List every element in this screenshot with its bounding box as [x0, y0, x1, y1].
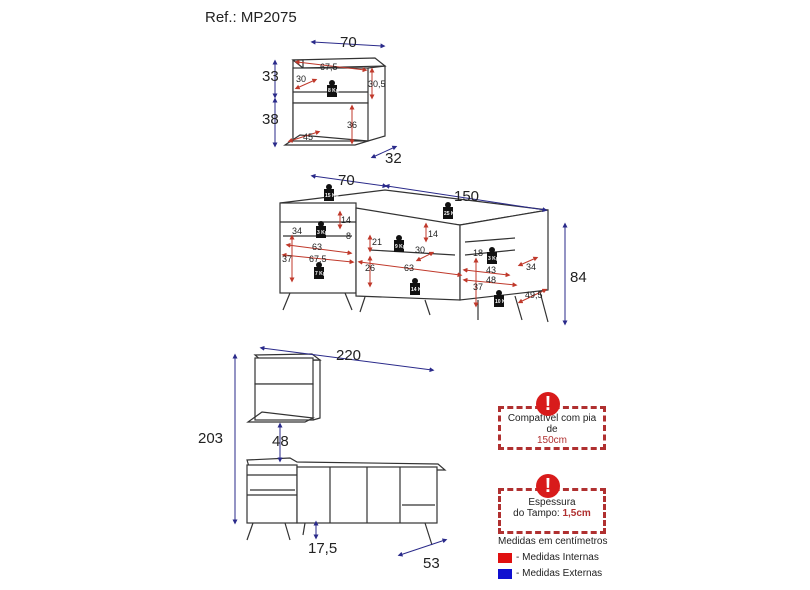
legend-external: - Medidas Externas	[516, 568, 603, 579]
dim: 8	[346, 231, 351, 241]
bottom-unit-drawing: 15 Kg 25 Kg 3 Kg 9 Kg 3 Kg 7 Kg 14 Kg 10…	[279, 172, 587, 326]
weight-label: 9 Kg	[395, 244, 406, 250]
note-highlight: 1,5cm	[562, 508, 591, 519]
dim: 63	[404, 263, 414, 273]
alert-icon: !	[536, 392, 560, 416]
dim-left-width: 70	[338, 172, 355, 189]
dim: 30	[415, 245, 425, 255]
reference-label: Ref.: MP2075	[205, 9, 297, 26]
dim-niche-height: 36	[347, 120, 357, 130]
dim: 14	[428, 229, 438, 239]
dim-width: 70	[340, 34, 357, 51]
overview-drawing: 220 203 48 17,5 53	[198, 345, 448, 572]
weight-label: 3 Kg	[317, 230, 328, 236]
top-unit-drawing: 8 Kg 70 33 38 32 67,5 30 30,5 36 45	[262, 34, 402, 167]
dim-height-top: 33	[262, 68, 279, 85]
note-text: do Tampo:	[513, 508, 560, 519]
dim: 34	[526, 262, 536, 272]
alert-icon: !	[536, 474, 560, 498]
dim: 43	[486, 265, 496, 275]
legend-internal: - Medidas Internas	[516, 552, 599, 563]
dim-total-width: 220	[336, 347, 361, 364]
weight-label: 14 Kg	[411, 287, 425, 293]
dim-depth: 32	[385, 150, 402, 167]
dim: 67,5	[309, 254, 327, 264]
note-highlight: 150cm	[536, 435, 567, 446]
legend-title: Medidas em centímetros	[498, 536, 608, 547]
dim: 26	[365, 263, 375, 273]
dim-inner-width: 67,5	[320, 62, 338, 72]
dim: 37	[473, 282, 483, 292]
weight-label: 25 Kg	[444, 211, 458, 217]
dim: 49,5	[525, 290, 543, 300]
dim: 21	[372, 237, 382, 247]
note-text: Espessura	[528, 497, 576, 508]
dim: 37	[282, 254, 292, 264]
dim: 34	[292, 226, 302, 236]
weight-label: 7 Kg	[315, 271, 326, 277]
external-swatch	[498, 568, 512, 579]
dim-inner-depth: 30	[296, 74, 306, 84]
dim: 18	[473, 248, 483, 258]
internal-swatch	[498, 552, 512, 563]
dim-total-height: 203	[198, 430, 223, 447]
weight-label: 3 Kg	[488, 256, 499, 262]
dim-door-depth: 45	[303, 132, 313, 142]
dim-depth: 53	[423, 555, 440, 572]
dim-upper-depth: 48	[272, 433, 289, 450]
dim-height-bottom: 38	[262, 111, 279, 128]
note-text: Compatível com pia de	[507, 413, 597, 435]
weight-label: 10 Kg	[495, 299, 509, 305]
dim: 63	[312, 242, 322, 252]
dim-right-width: 150	[454, 188, 479, 205]
weight-label: 15 Kg	[325, 193, 339, 199]
legend: Medidas em centímetros - Medidas Interna…	[498, 536, 608, 579]
dim-leg-height: 17,5	[308, 540, 337, 557]
dim-height: 84	[570, 269, 587, 286]
weight-label: 8 Kg	[328, 88, 339, 94]
dim: 14	[341, 215, 351, 225]
dim-inner-height: 30,5	[368, 79, 386, 89]
dim: 48	[486, 275, 496, 285]
